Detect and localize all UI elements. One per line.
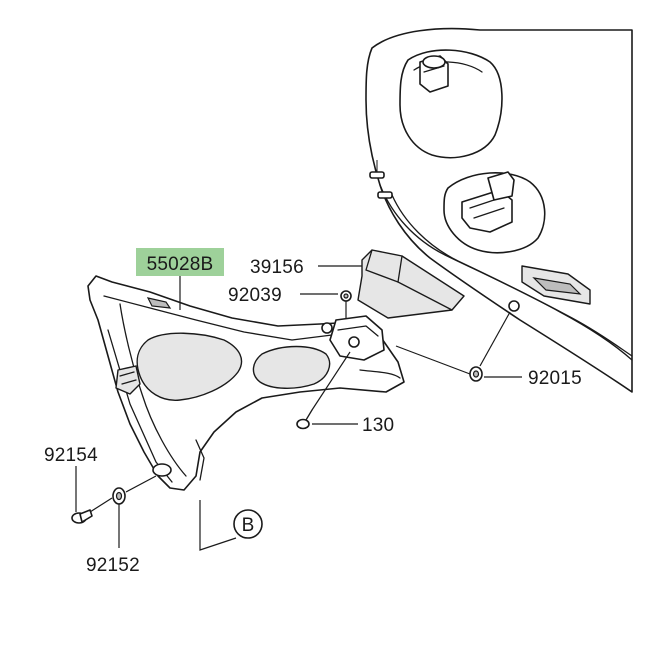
reference-circle xyxy=(233,509,263,539)
part-number-55028b: 55028B xyxy=(147,254,214,275)
reference-b-callout[interactable]: B xyxy=(233,509,263,539)
bag-hook-icon xyxy=(461,171,515,233)
part-number-92152[interactable]: 92152 xyxy=(86,555,140,576)
callout-55028b[interactable]: 55028B xyxy=(136,248,224,276)
grommet-92015 xyxy=(469,366,483,382)
scooter-body-panel xyxy=(365,27,633,393)
pad-part-39156 xyxy=(357,249,465,319)
bolt-92154 xyxy=(71,509,93,524)
clip-92039 xyxy=(340,290,352,302)
main-cover-55028b xyxy=(87,275,405,491)
part-number-39156[interactable]: 39156 xyxy=(250,257,304,278)
lock-cylinder-icon xyxy=(419,55,449,93)
leader-lines xyxy=(75,265,522,551)
mounting-boss-icon xyxy=(321,315,385,361)
washer-92152 xyxy=(112,487,126,505)
reference-b-label: B xyxy=(242,515,255,536)
part-number-92015[interactable]: 92015 xyxy=(528,368,582,389)
screw-130 xyxy=(296,409,313,430)
part-number-92039[interactable]: 92039 xyxy=(228,285,282,306)
part-number-130[interactable]: 130 xyxy=(362,415,394,436)
mounting-pin-icon xyxy=(369,160,393,199)
highlight-box xyxy=(136,248,224,276)
part-number-92154[interactable]: 92154 xyxy=(44,445,98,466)
